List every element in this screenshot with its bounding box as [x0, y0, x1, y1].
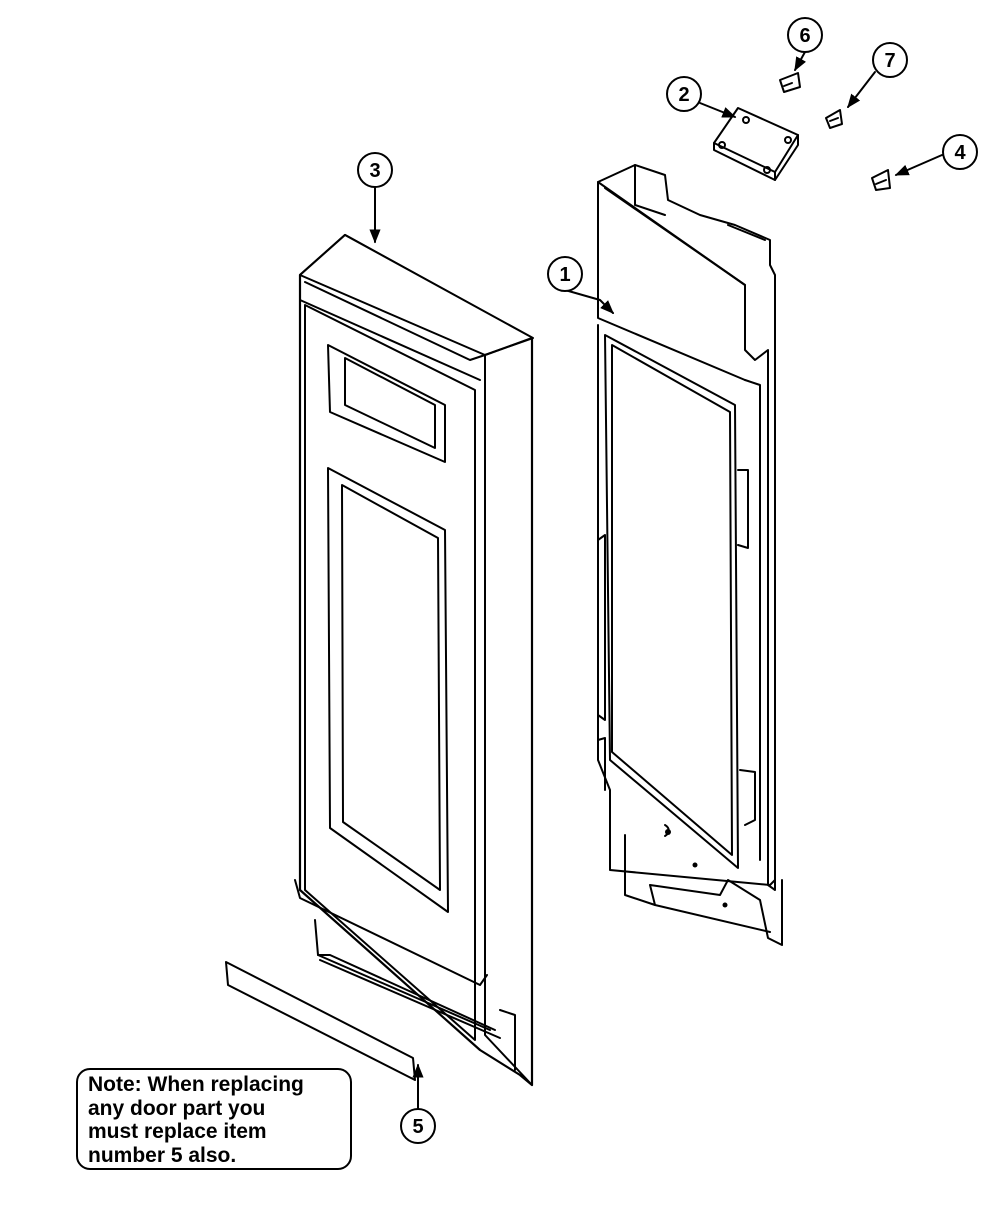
svg-text:3: 3 [369, 160, 380, 182]
callout-1: 1 [547, 256, 583, 292]
door-frame-part-3 [294, 233, 534, 1087]
leader-1 [564, 289, 614, 314]
note-line-3: must replace item [88, 1120, 267, 1143]
replacement-note: Note: When replacing any door part you m… [76, 1068, 352, 1170]
svg-text:7: 7 [884, 50, 895, 72]
leader-6 [794, 51, 807, 72]
leader-2 [699, 102, 737, 118]
callout-2: 2 [666, 76, 702, 112]
svg-text:5: 5 [412, 1116, 423, 1138]
bracket-part-2 [713, 107, 799, 181]
svg-text:6: 6 [799, 25, 810, 47]
screw-part-6 [779, 72, 801, 93]
svg-text:4: 4 [954, 142, 966, 164]
note-line-1: Note: When replacing [88, 1073, 304, 1096]
choke-strip-part-5 [225, 961, 416, 1081]
leader-7 [847, 71, 876, 109]
callout-3: 3 [357, 152, 393, 188]
note-line-4: number 5 also. [88, 1143, 237, 1167]
callout-6: 6 [787, 17, 823, 53]
callout-4: 4 [942, 134, 978, 170]
svg-text:1: 1 [559, 264, 570, 286]
note-line-2: any door part you [88, 1096, 266, 1120]
callout-5: 5 [400, 1108, 436, 1144]
callout-7: 7 [872, 42, 908, 78]
screw-part-4 [871, 169, 891, 191]
svg-text:2: 2 [678, 84, 689, 106]
leader-4 [894, 154, 943, 176]
screw-part-7 [825, 109, 843, 129]
inner-panel-part-1 [597, 164, 783, 946]
